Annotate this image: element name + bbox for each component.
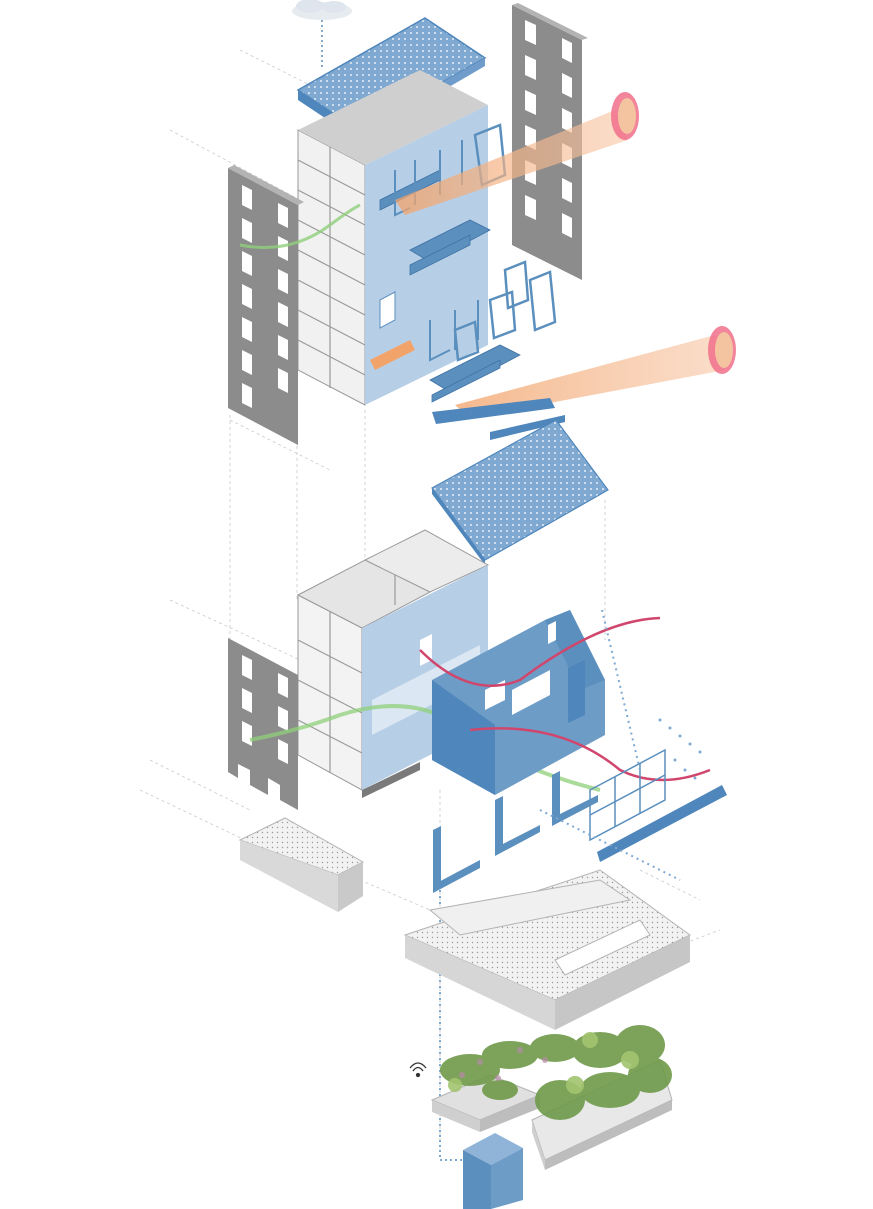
left-facade-frame-upper [228, 165, 304, 445]
mid-roof-panel [431, 419, 609, 565]
gutter-bars [432, 398, 565, 440]
column-frames [433, 771, 598, 893]
sun-ray-upper [395, 92, 639, 215]
water-lines [439, 609, 681, 1130]
ground-platform [403, 869, 691, 1030]
water-tank [439, 1130, 523, 1209]
window-screen [589, 748, 666, 842]
ground-slab-left [238, 817, 365, 912]
cloud-icon [292, 0, 352, 70]
gable-module [432, 610, 605, 795]
gutter-long [597, 785, 727, 862]
left-facade-frame-lower [228, 638, 298, 810]
roof-garden [430, 1025, 673, 1170]
sun-ray-lower [455, 326, 736, 418]
airflow-red [419, 616, 711, 782]
wifi-icon [409, 1062, 427, 1078]
upper-tower [297, 70, 521, 406]
airflow-green-upper [239, 203, 361, 249]
blue-dots-screen [658, 718, 702, 780]
